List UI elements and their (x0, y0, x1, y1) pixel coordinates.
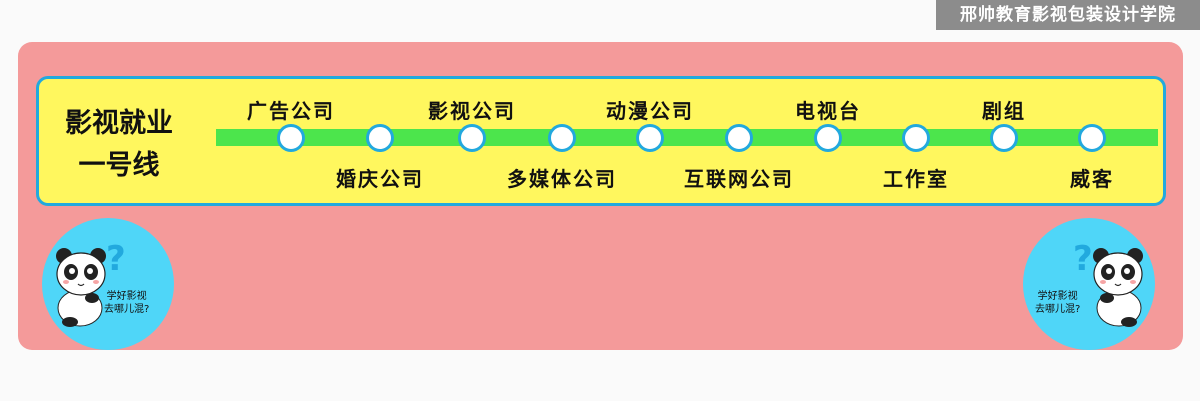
station-label-studio: 工作室 (883, 167, 949, 191)
station-marker (1078, 124, 1106, 152)
station-marker (458, 124, 486, 152)
panda-icon (1093, 248, 1143, 327)
station-label-film-crew: 剧组 (982, 99, 1026, 123)
line-title: 影视就业 一号线 (59, 103, 179, 187)
station-marker (366, 124, 394, 152)
badge-caption-left: 学好影视 去哪儿混? (104, 290, 149, 316)
station-marker (277, 124, 305, 152)
station-label-tv-station: 电视台 (795, 99, 861, 123)
station-marker (548, 124, 576, 152)
station-label-wedding-company: 婚庆公司 (336, 167, 424, 191)
badge-caption-line2: 去哪儿混? (104, 304, 150, 315)
station-label-witkey: 威客 (1070, 167, 1114, 191)
station-label-internet-company: 互联网公司 (684, 167, 794, 191)
question-mark-icon: ? (1073, 239, 1093, 279)
badge-caption-line1: 学好影视 (106, 291, 147, 302)
line-title-line1: 影视就业 (65, 108, 173, 139)
station-label-film-company: 影视公司 (428, 99, 516, 123)
station-label-multimedia-company: 多媒体公司 (507, 167, 617, 191)
station-label-ad-company: 广告公司 (247, 99, 335, 123)
panda-badge-right: ? 学好影视 去哪儿混? (1023, 218, 1155, 350)
station-marker (725, 124, 753, 152)
subway-line-panel: 影视就业 一号线 广告公司 影视公司 动漫公司 电视台 剧组 婚庆公司 多媒体公… (36, 76, 1166, 206)
question-mark-icon: ? (106, 239, 126, 279)
panda-badge-left: ? 学好影视 去哪儿混? (42, 218, 174, 350)
station-marker (636, 124, 664, 152)
station-marker (990, 124, 1018, 152)
badge-caption-line2: 去哪儿混? (1035, 304, 1081, 315)
station-marker (902, 124, 930, 152)
line-title-line2: 一号线 (78, 150, 160, 181)
station-label-animation-company: 动漫公司 (606, 99, 694, 123)
station-marker (814, 124, 842, 152)
badge-caption-line1: 学好影视 (1037, 291, 1078, 302)
panda-icon (56, 248, 106, 327)
badge-caption-right: 学好影视 去哪儿混? (1035, 290, 1080, 316)
watermark: 邢帅教育影视包装设计学院 (936, 0, 1200, 30)
